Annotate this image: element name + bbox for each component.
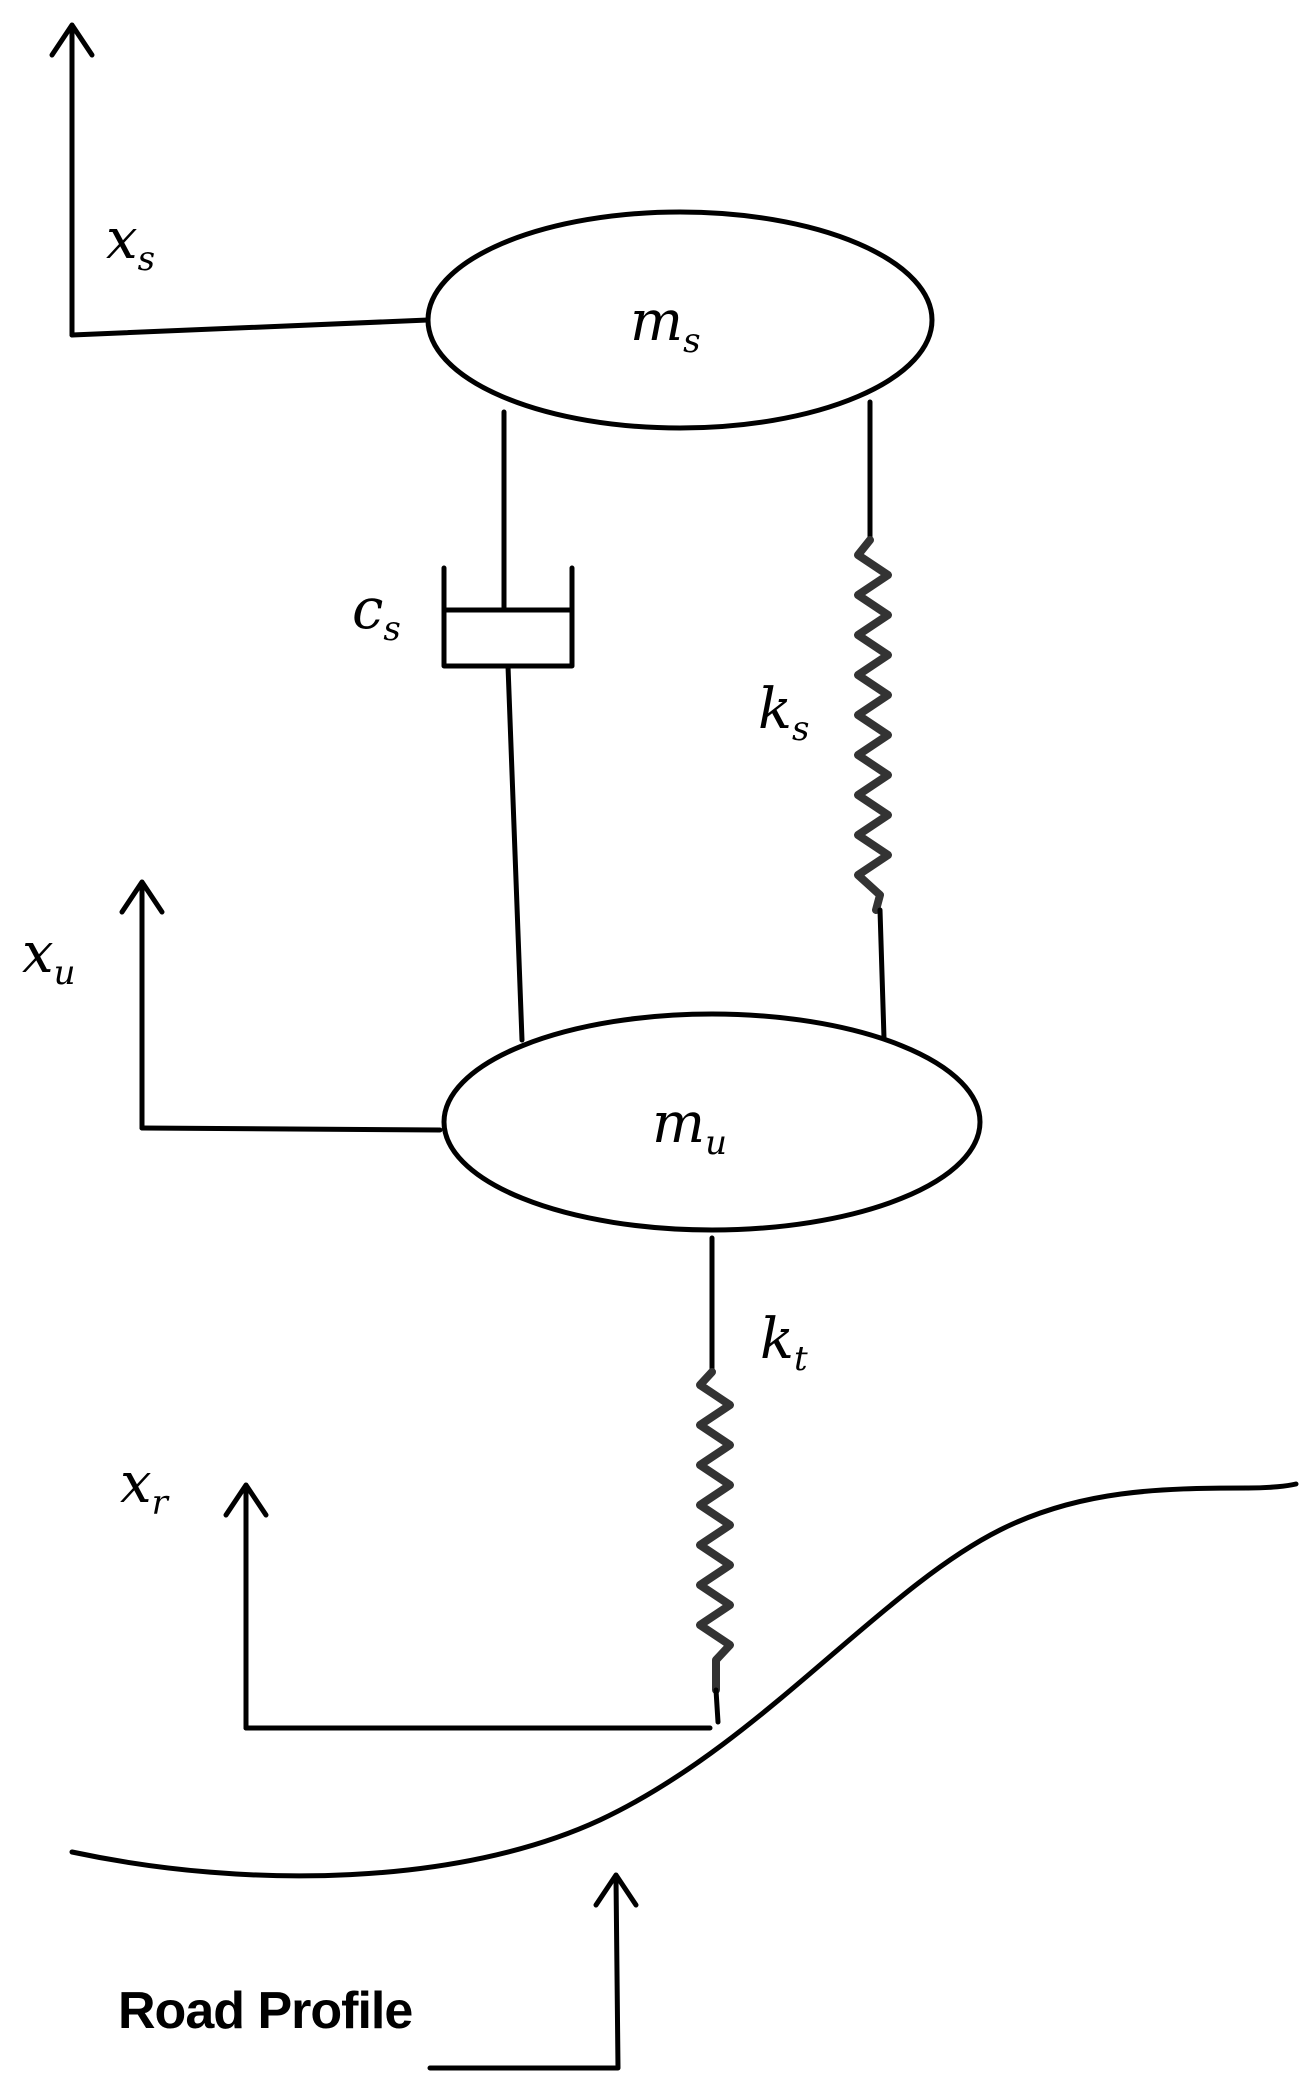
unsprung-mass-label: mu <box>652 1091 727 1163</box>
unsprung-mass <box>441 1011 983 1233</box>
sprung-displacement-label: xs <box>106 207 155 279</box>
sprung-mass-label: ms <box>630 289 701 361</box>
road-displacement-label: xr <box>120 1451 170 1523</box>
road-displacement-arrow <box>223 1482 713 1731</box>
road-profile-curve <box>69 1481 1299 1879</box>
suspension-spring <box>854 399 892 1041</box>
sprung-displacement-arrow <box>49 22 431 338</box>
damper-label: cs <box>352 577 401 649</box>
damper <box>441 409 575 1043</box>
sprung-mass <box>425 209 935 431</box>
unsprung-displacement-arrow <box>119 879 443 1133</box>
unsprung-displacement-label: xu <box>22 921 76 993</box>
road-profile-arrow <box>427 1872 639 2071</box>
tire-spring <box>696 1235 734 1725</box>
road-profile-label: Road Profile <box>118 1982 412 2040</box>
suspension-spring-label: ks <box>758 677 809 749</box>
tire-spring-label: kt <box>760 1307 808 1379</box>
